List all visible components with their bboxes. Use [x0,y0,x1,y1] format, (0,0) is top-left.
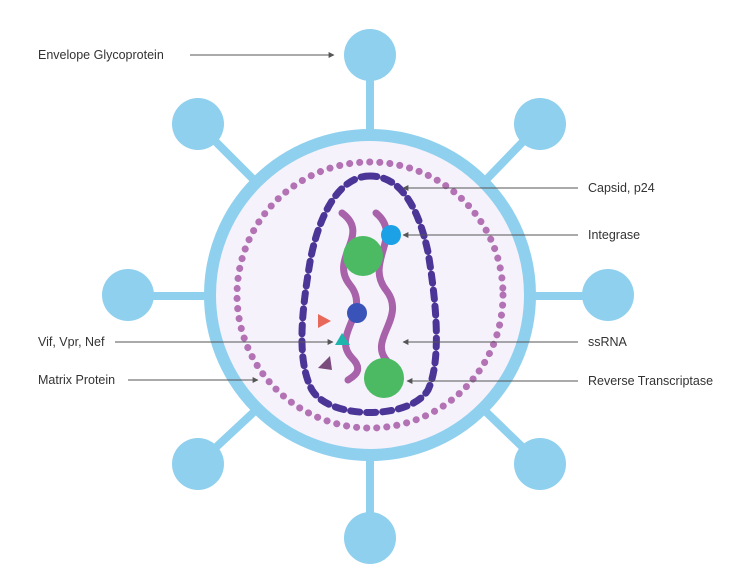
glycoprotein-knob-top-right [514,98,566,150]
label-matrix-protein: Matrix Protein [38,373,115,387]
integrase-protein [381,225,401,245]
glycoprotein-knob-top-left [172,98,224,150]
glycoprotein-knob-left [102,269,154,321]
glycoprotein-knob-top [344,29,396,81]
capsid-shell [298,172,440,416]
label-capsid: Capsid, p24 [588,181,655,195]
vif-triangle-red [318,314,331,328]
glycoprotein-knob-bottom-right [514,438,566,490]
matrix-protein-ring [233,158,507,432]
label-ssrna: ssRNA [588,335,628,349]
label-reverse-transcriptase: Reverse Transcriptase [588,374,713,388]
nef-triangle-purple [318,356,332,370]
reverse-transcriptase-top [343,236,383,276]
glycoprotein-knobs [102,29,634,564]
vpr-triangle-teal [335,333,350,345]
label-integrase: Integrase [588,228,640,242]
viral-envelope [204,129,536,461]
reverse-transcriptase-bottom [364,358,404,398]
label-envelope-glycoprotein: Envelope Glycoprotein [38,48,164,62]
leader-lines [115,52,578,384]
protein-dot [347,303,367,323]
glycoprotein-knob-right [582,269,634,321]
glycoprotein-knob-bottom-left [172,438,224,490]
label-vif-vpr-nef: Vif, Vpr, Nef [38,335,105,349]
glycoprotein-knob-bottom [344,512,396,564]
